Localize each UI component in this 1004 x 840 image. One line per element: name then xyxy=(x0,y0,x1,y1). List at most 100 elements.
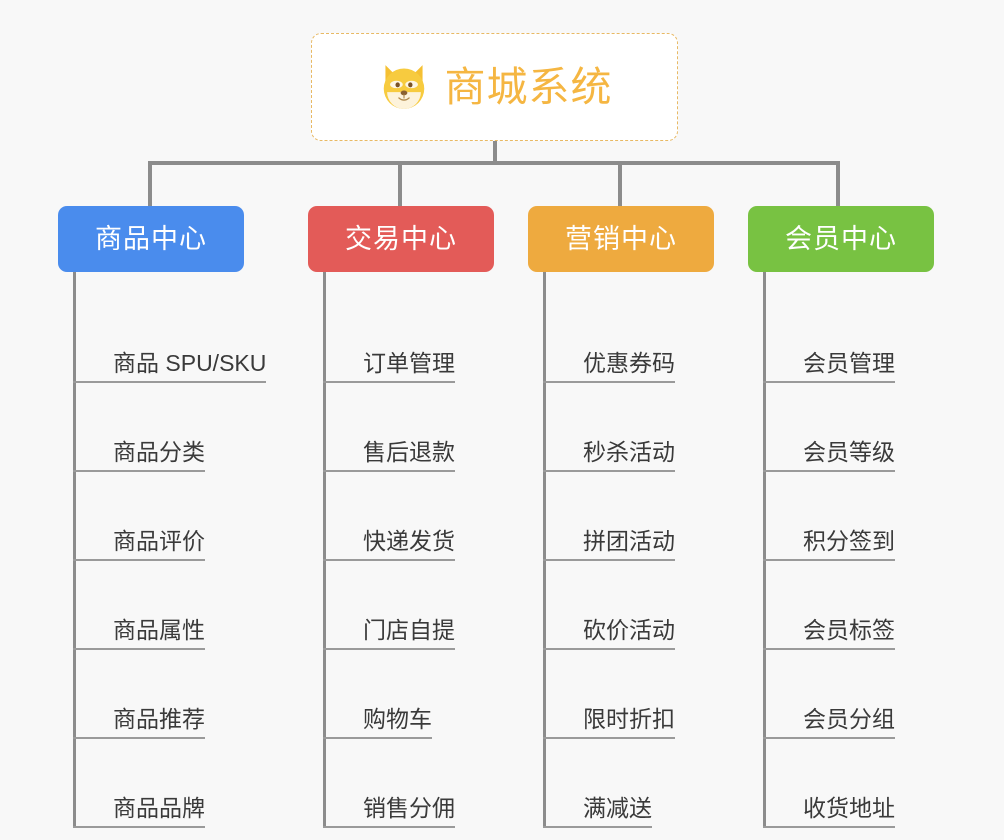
leaf-item[interactable]: 订单管理 xyxy=(323,294,494,383)
leaf-label: 会员管理 xyxy=(763,352,895,383)
leaf-label: 快递发货 xyxy=(323,530,455,561)
shiba-dog-face-icon xyxy=(377,60,431,114)
leaf-label: 秒杀活动 xyxy=(543,441,675,472)
leaf-label: 积分签到 xyxy=(763,530,895,561)
leaf-underline xyxy=(73,559,205,561)
leaf-underline xyxy=(323,559,455,561)
leaf-underline xyxy=(323,470,455,472)
branch-header-label: 营销中心 xyxy=(565,223,677,254)
leaf-underline xyxy=(73,737,205,739)
leaf-label: 会员等级 xyxy=(763,441,895,472)
leaf-label: 销售分佣 xyxy=(323,797,455,828)
leaf-item[interactable]: 售后退款 xyxy=(323,383,494,472)
leaf-item[interactable]: 拼团活动 xyxy=(543,472,714,561)
leaf-underline xyxy=(763,381,895,383)
leaf-label: 收货地址 xyxy=(763,797,895,828)
leaf-item[interactable]: 优惠券码 xyxy=(543,294,714,383)
connector-drop-1 xyxy=(148,161,152,208)
connector-root-stem xyxy=(493,141,497,164)
leaf-label: 商品推荐 xyxy=(73,708,205,739)
branch-header-marketing-center[interactable]: 营销中心 xyxy=(528,206,714,272)
leaf-underline xyxy=(73,381,267,383)
root-title: 商城系统 xyxy=(444,63,613,110)
leaf-item[interactable]: 门店自提 xyxy=(323,561,494,650)
leaf-underline xyxy=(73,826,205,828)
leaf-item[interactable]: 会员等级 xyxy=(763,383,934,472)
leaf-underline xyxy=(763,559,895,561)
leaf-label: 限时折扣 xyxy=(543,708,675,739)
leaf-label: 售后退款 xyxy=(323,441,455,472)
connector-bus xyxy=(148,161,840,165)
leaf-underline xyxy=(323,826,455,828)
leaf-label: 会员分组 xyxy=(763,708,895,739)
leaf-item[interactable]: 商品推荐 xyxy=(73,650,244,739)
leaf-list-trade-center: 订单管理 售后退款 快递发货 门店自提 购物车 销售分佣 xyxy=(323,272,494,828)
leaf-label: 商品品牌 xyxy=(73,797,205,828)
leaf-label: 商品 SPU/SKU xyxy=(73,352,267,383)
leaf-spine xyxy=(73,272,76,828)
branch-header-member-center[interactable]: 会员中心 xyxy=(748,206,934,272)
leaf-label: 砍价活动 xyxy=(543,619,675,650)
leaf-item[interactable]: 购物车 xyxy=(323,650,494,739)
leaf-item[interactable]: 商品评价 xyxy=(73,472,244,561)
leaf-label: 拼团活动 xyxy=(543,530,675,561)
leaf-item[interactable]: 商品分类 xyxy=(73,383,244,472)
leaf-item[interactable]: 会员标签 xyxy=(763,561,934,650)
leaf-label: 订单管理 xyxy=(323,352,455,383)
branch-column-member-center: 会员中心 会员管理 会员等级 积分签到 会员标签 会员分组 收货地址 xyxy=(748,206,934,828)
leaf-underline xyxy=(73,648,205,650)
leaf-underline xyxy=(323,737,432,739)
leaf-label: 满减送 xyxy=(543,797,652,828)
leaf-item[interactable]: 限时折扣 xyxy=(543,650,714,739)
leaf-item[interactable]: 会员管理 xyxy=(763,294,934,383)
leaf-item[interactable]: 秒杀活动 xyxy=(543,383,714,472)
leaf-label: 商品评价 xyxy=(73,530,205,561)
leaf-underline xyxy=(763,826,895,828)
leaf-underline xyxy=(763,470,895,472)
branch-column-product-center: 商品中心 商品 SPU/SKU 商品分类 商品评价 商品属性 商品推荐 商品品牌 xyxy=(58,206,267,828)
leaf-item[interactable]: 销售分佣 xyxy=(323,739,494,828)
branch-column-trade-center: 交易中心 订单管理 售后退款 快递发货 门店自提 购物车 销售分佣 xyxy=(308,206,494,828)
leaf-underline xyxy=(543,737,675,739)
leaf-item[interactable]: 收货地址 xyxy=(763,739,934,828)
leaf-underline xyxy=(543,470,675,472)
leaf-label: 优惠券码 xyxy=(543,352,675,383)
leaf-list-marketing-center: 优惠券码 秒杀活动 拼团活动 砍价活动 限时折扣 满减送 xyxy=(543,272,714,828)
leaf-item[interactable]: 快递发货 xyxy=(323,472,494,561)
connector-drop-3 xyxy=(618,161,622,208)
leaf-list-member-center: 会员管理 会员等级 积分签到 会员标签 会员分组 收货地址 xyxy=(763,272,934,828)
connector-drop-2 xyxy=(398,161,402,208)
leaf-item[interactable]: 商品属性 xyxy=(73,561,244,650)
leaf-item[interactable]: 满减送 xyxy=(543,739,714,828)
leaf-underline xyxy=(323,381,455,383)
leaf-item[interactable]: 商品 SPU/SKU xyxy=(73,294,267,383)
leaf-item[interactable]: 砍价活动 xyxy=(543,561,714,650)
leaf-spine xyxy=(323,272,326,828)
leaf-underline xyxy=(763,648,895,650)
leaf-underline xyxy=(73,470,205,472)
leaf-item[interactable]: 商品品牌 xyxy=(73,739,244,828)
branch-header-label: 交易中心 xyxy=(345,223,457,254)
leaf-underline xyxy=(543,826,652,828)
leaf-spine xyxy=(543,272,546,828)
leaf-underline xyxy=(323,648,455,650)
branch-column-marketing-center: 营销中心 优惠券码 秒杀活动 拼团活动 砍价活动 限时折扣 满减送 xyxy=(528,206,714,828)
leaf-underline xyxy=(543,381,675,383)
leaf-list-product-center: 商品 SPU/SKU 商品分类 商品评价 商品属性 商品推荐 商品品牌 xyxy=(73,272,267,828)
branch-header-trade-center[interactable]: 交易中心 xyxy=(308,206,494,272)
leaf-item[interactable]: 会员分组 xyxy=(763,650,934,739)
root-node[interactable]: 商城系统 xyxy=(311,33,678,141)
leaf-underline xyxy=(763,737,895,739)
branch-header-label: 会员中心 xyxy=(785,223,897,254)
leaf-spine xyxy=(763,272,766,828)
leaf-label: 购物车 xyxy=(323,708,432,739)
leaf-label: 会员标签 xyxy=(763,619,895,650)
leaf-underline xyxy=(543,648,675,650)
leaf-underline xyxy=(543,559,675,561)
leaf-label: 商品属性 xyxy=(73,619,205,650)
leaf-item[interactable]: 积分签到 xyxy=(763,472,934,561)
branch-header-product-center[interactable]: 商品中心 xyxy=(58,206,244,272)
branch-header-label: 商品中心 xyxy=(95,223,207,254)
leaf-label: 门店自提 xyxy=(323,619,455,650)
